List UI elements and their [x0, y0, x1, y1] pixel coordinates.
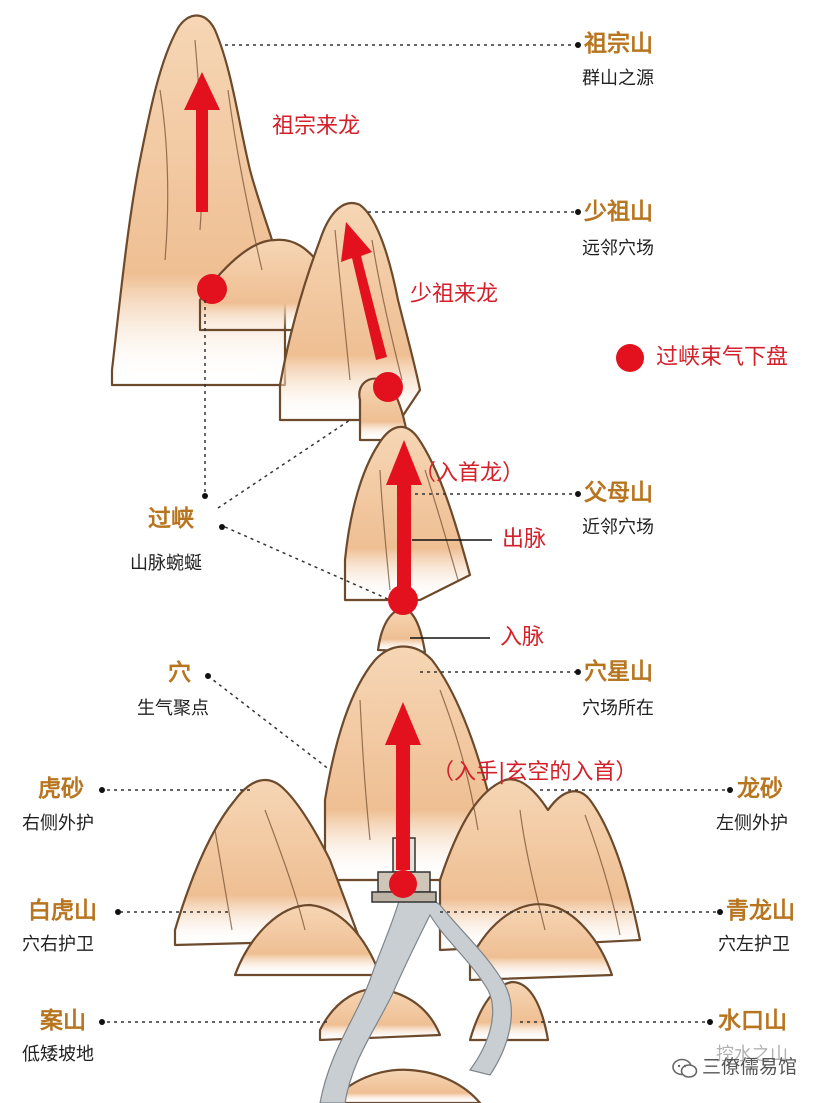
arrow-zuzong — [184, 72, 220, 212]
guoxia-dots — [197, 274, 418, 898]
legend-label: 过峡束气下盘 — [656, 345, 789, 370]
flow-arrows — [184, 72, 422, 870]
left-hills-low — [233, 903, 382, 977]
left-hills — [173, 779, 362, 947]
dot-4 — [389, 870, 417, 898]
label-guoxia: 过峡 — [148, 506, 194, 532]
pointer-lines — [410, 539, 492, 639]
sub-fumushan: 近邻穴场 — [582, 517, 654, 538]
wechat-icon — [672, 1058, 698, 1078]
mountains — [110, 14, 642, 1103]
dot-3 — [388, 585, 418, 615]
sub-anshan: 低矮坡地 — [22, 1044, 94, 1065]
label-shuikoushan: 水口山 — [718, 1008, 787, 1034]
label-baihushan: 白虎山 — [28, 898, 97, 924]
sub-xue: 生气聚点 — [137, 698, 209, 719]
watermark-text: 三僚儒易馆 — [702, 1056, 798, 1078]
sub-husha: 右侧外护 — [22, 813, 94, 834]
sub-baihushan: 穴右护卫 — [22, 934, 94, 955]
sub-qinglongshan: 穴左护卫 — [718, 934, 790, 955]
annotation-shaozu-lailong: 少祖来龙 — [410, 282, 499, 307]
dot-1 — [197, 274, 227, 304]
arrow-xuexing — [385, 702, 421, 870]
label-anshan: 案山 — [40, 1008, 86, 1034]
right-hills-low — [468, 903, 614, 982]
dot-2 — [373, 372, 403, 402]
arrow-shaozu — [341, 222, 387, 360]
sub-shuikoushan: 控水之山 — [716, 1044, 788, 1065]
mountain-texture — [159, 39, 621, 936]
sub-longsha: 左侧外护 — [716, 813, 788, 834]
leader-dots — [99, 42, 733, 1025]
annotation-zuzong-lailong: 祖宗来龙 — [272, 114, 361, 139]
leader-lines — [100, 44, 730, 1023]
annotation-rumai: 入脉 — [500, 625, 545, 650]
annotation-rushou-long: （入首龙） — [414, 461, 525, 486]
sub-guoxia: 山脉蜿蜒 — [130, 553, 202, 574]
river — [319, 878, 512, 1103]
annotation-rushou-xuankong: （入手|玄空的入首） — [432, 760, 638, 785]
label-husha: 虎砂 — [38, 776, 84, 802]
shaozu-mountain — [278, 202, 422, 422]
label-xue: 穴 — [168, 660, 191, 686]
label-zuzongshan: 祖宗山 — [584, 31, 653, 57]
label-shaozushan: 少祖山 — [584, 199, 653, 225]
label-xuexingshan: 穴星山 — [584, 659, 653, 685]
sub-xuexingshan: 穴场所在 — [582, 698, 654, 719]
bottom-hills — [328, 1068, 482, 1103]
right-hills — [438, 778, 642, 952]
label-longsha: 龙砂 — [737, 776, 783, 802]
arrow-fumu — [386, 440, 422, 590]
label-fumushan: 父母山 — [584, 480, 653, 506]
sub-shaozushan: 远邻穴场 — [582, 238, 654, 259]
annotation-chumai: 出脉 — [502, 527, 547, 552]
label-qinglongshan: 青龙山 — [726, 898, 795, 924]
sub-zuzongshan: 群山之源 — [582, 68, 654, 89]
legend-red-dot-icon — [616, 344, 644, 372]
